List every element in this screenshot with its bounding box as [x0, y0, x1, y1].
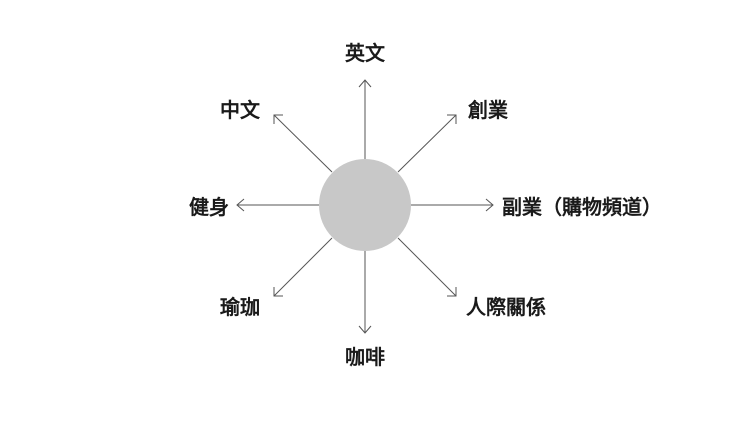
label-yoga: 瑜珈	[220, 295, 260, 319]
label-relationships: 人際關係	[466, 295, 546, 319]
label-startup: 創業	[467, 98, 509, 122]
label-coffee: 咖啡	[345, 345, 385, 369]
arrow-up-left	[273, 114, 333, 173]
arrow-down-right	[397, 237, 457, 297]
label-chinese: 中文	[220, 98, 261, 122]
center-node	[319, 159, 411, 251]
arrow-down-left	[273, 237, 333, 297]
label-english: 英文	[345, 41, 386, 65]
label-side-business: 副業（購物頻道）	[502, 195, 662, 219]
arrow-up-right	[397, 114, 457, 173]
label-fitness: 健身	[189, 195, 229, 219]
arrow-up	[358, 79, 372, 159]
arrow-left	[236, 198, 319, 212]
arrow-down	[358, 251, 372, 334]
arrow-right	[411, 198, 494, 212]
